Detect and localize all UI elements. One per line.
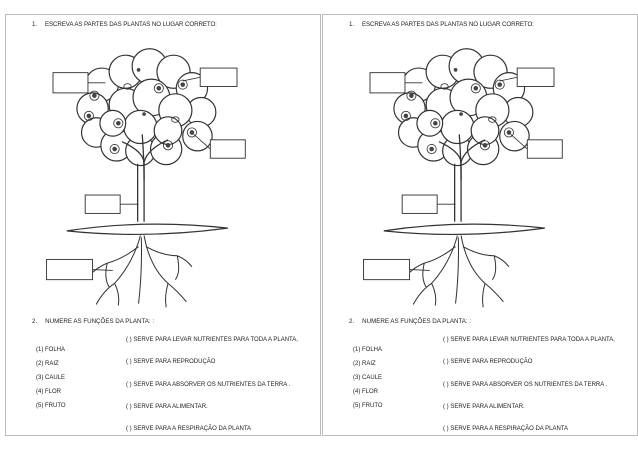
part-item: (2) RAIZ <box>36 361 59 367</box>
function-item: ( ) SERVE PARA ALIMENTAR. <box>126 404 208 410</box>
question-1: 1. ESCREVA AS PARTES DAS PLANTAS NO LUGAR… <box>349 21 534 28</box>
question-2-text: NUMERE AS FUNÇÕES DA PLANTA: : <box>45 318 155 325</box>
question-2-text: NUMERE AS FUNÇÕES DA PLANTA: : <box>362 318 472 325</box>
question-1-text: ESCREVA AS PARTES DAS PLANTAS NO LUGAR C… <box>361 21 534 28</box>
function-item: ( ) SERVE PARA A RESPIRAÇÃO DA PLANTA <box>443 426 569 432</box>
part-item: (3) CAULE <box>36 375 66 381</box>
question-1-number: 1. <box>32 21 37 28</box>
function-item: ( ) SERVE PARA LEVAR NUTRIENTES PARA TOD… <box>126 337 298 343</box>
part-item: (4) FLOR <box>353 389 379 395</box>
function-item: ( ) SERVE PARA REPRODUÇÃO <box>126 359 216 365</box>
function-item: ( ) SERVE PARA ABSORVER OS NUTRIENTES DA… <box>126 382 291 388</box>
question-1-text: ESCREVA AS PARTES DAS PLANTAS NO LUGAR C… <box>44 21 217 28</box>
function-item: ( ) SERVE PARA ALIMENTAR. <box>443 404 525 410</box>
question-1: 1. ESCREVA AS PARTES DAS PLANTAS NO LUGAR… <box>32 21 217 28</box>
part-item: (1) FOLHA <box>353 347 383 353</box>
plant-parts-list: (1) FOLHA (2) RAIZ (3) CAULE (4) FLOR (5… <box>36 343 66 413</box>
question-2: 2. NUMERE AS FUNÇÕES DA PLANTA: : <box>32 318 154 325</box>
function-item: ( ) SERVE PARA LEVAR NUTRIENTES PARA TOD… <box>443 337 615 343</box>
plant-diagram <box>45 48 246 308</box>
part-item: (4) FLOR <box>36 389 62 395</box>
question-2-number: 2. <box>32 318 38 325</box>
question-2-number: 2. <box>349 318 355 325</box>
part-item: (2) RAIZ <box>353 361 376 367</box>
part-item: (5) FRUTO <box>36 403 66 409</box>
part-item: (3) CAULE <box>353 375 383 381</box>
part-item: (1) FOLHA <box>36 347 66 353</box>
part-item: (5) FRUTO <box>353 403 383 409</box>
function-item: ( ) SERVE PARA REPRODUÇÃO <box>443 359 533 365</box>
plant-diagram <box>362 48 563 308</box>
question-2: 2. NUMERE AS FUNÇÕES DA PLANTA: : <box>349 318 471 325</box>
worksheet-page-left: 1. ESCREVA AS PARTES DAS PLANTAS NO LUGAR… <box>5 14 321 436</box>
function-item: ( ) SERVE PARA ABSORVER OS NUTRIENTES DA… <box>443 382 608 388</box>
worksheet-page-right: 1. ESCREVA AS PARTES DAS PLANTAS NO LUGAR… <box>322 14 638 436</box>
question-1-number: 1. <box>349 21 354 28</box>
function-item: ( ) SERVE PARA A RESPIRAÇÃO DA PLANTA <box>126 426 252 432</box>
plant-parts-list: (1) FOLHA (2) RAIZ (3) CAULE (4) FLOR (5… <box>353 343 383 413</box>
